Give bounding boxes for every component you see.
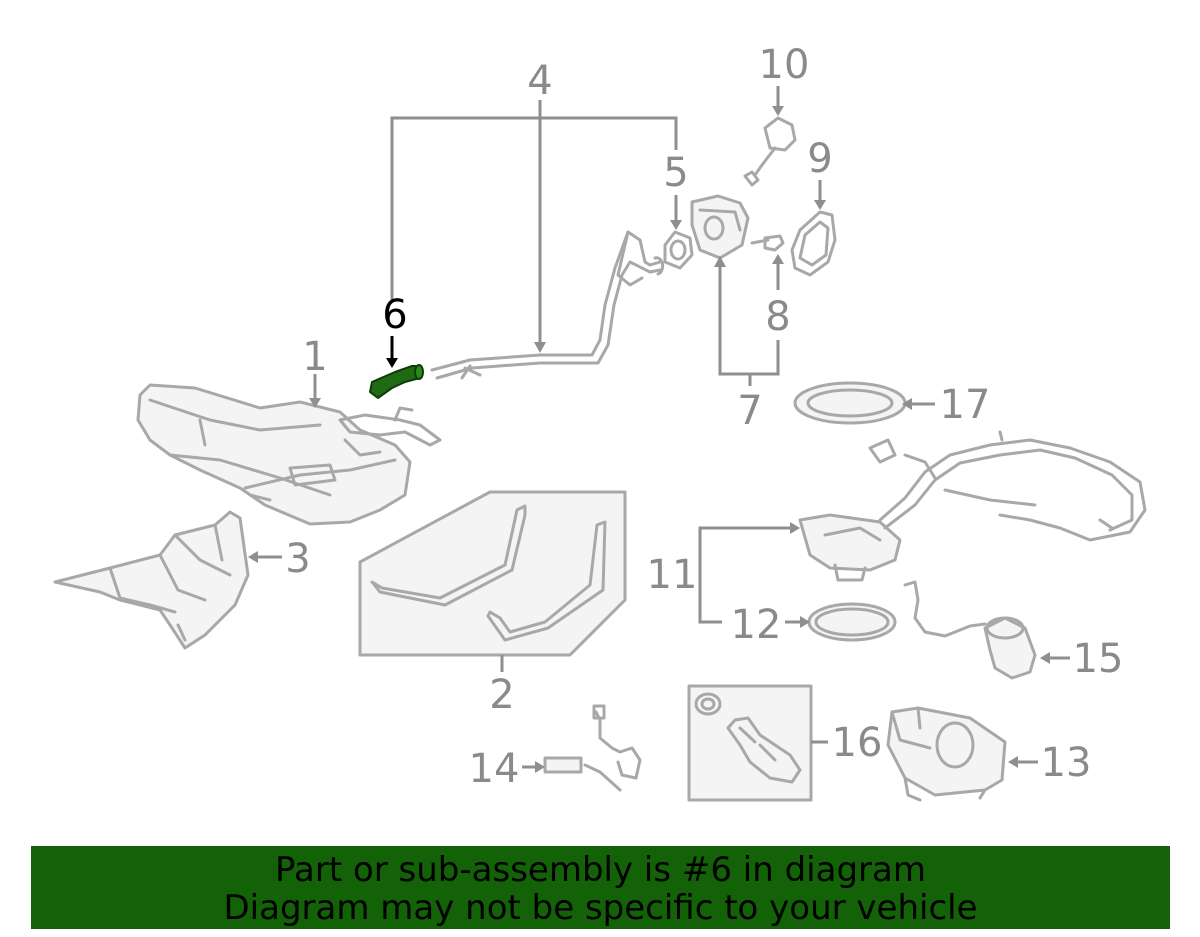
- callout-4[interactable]: 4: [527, 58, 552, 104]
- callout-10[interactable]: 10: [759, 42, 810, 88]
- banner-line-2: Diagram may not be specific to your vehi…: [223, 888, 978, 928]
- callout-7[interactable]: 7: [737, 388, 762, 434]
- callout-15[interactable]: 15: [1073, 636, 1124, 682]
- notice-banner: Part or sub-assembly is #6 in diagram Di…: [31, 846, 1170, 929]
- part-6-vent-hose[interactable]: [369, 364, 424, 399]
- callout-11[interactable]: 11: [647, 552, 698, 598]
- callout-12[interactable]: 12: [731, 602, 782, 648]
- callout-5[interactable]: 5: [663, 150, 688, 196]
- banner-line-1: Part or sub-assembly is #6 in diagram: [275, 850, 926, 890]
- part-10-cap[interactable]: [743, 116, 797, 187]
- part-13-filter-housing[interactable]: [886, 706, 1007, 802]
- callout-6[interactable]: 6: [382, 292, 407, 338]
- part-11-fuel-pump-module[interactable]: [798, 430, 1147, 582]
- callout-16[interactable]: 16: [832, 720, 883, 766]
- part-16-pump-kit[interactable]: [687, 684, 813, 802]
- part-15-fuel-pump[interactable]: [903, 580, 1037, 680]
- part-4-filler-pipe[interactable]: [430, 230, 665, 380]
- callout-9[interactable]: 9: [807, 136, 832, 182]
- callout-14[interactable]: 14: [469, 746, 520, 792]
- callout-8[interactable]: 8: [765, 294, 790, 340]
- part-1-fuel-tank[interactable]: [136, 383, 442, 526]
- callout-2[interactable]: 2: [489, 672, 514, 718]
- part-7-filler-housing[interactable]: [690, 194, 750, 260]
- part-5-gasket[interactable]: [663, 230, 694, 270]
- callout-3[interactable]: 3: [285, 536, 310, 582]
- part-9-fuel-door[interactable]: [790, 210, 837, 277]
- part-3-heat-shield[interactable]: [53, 510, 250, 650]
- callout-17[interactable]: 17: [940, 382, 991, 428]
- callout-1[interactable]: 1: [302, 334, 327, 380]
- parts-diagram: 1 2 3 4 5 6 7 8 9 10 11 12 13 14 15 16 1…: [53, 42, 1147, 802]
- callout-13[interactable]: 13: [1041, 740, 1092, 786]
- part-17-lock-ring[interactable]: [793, 381, 907, 425]
- part-2-strap-kit[interactable]: [358, 490, 627, 657]
- part-12-o-ring[interactable]: [807, 602, 897, 642]
- part-8-bolt[interactable]: [750, 234, 785, 252]
- part-14-sender[interactable]: [543, 704, 642, 792]
